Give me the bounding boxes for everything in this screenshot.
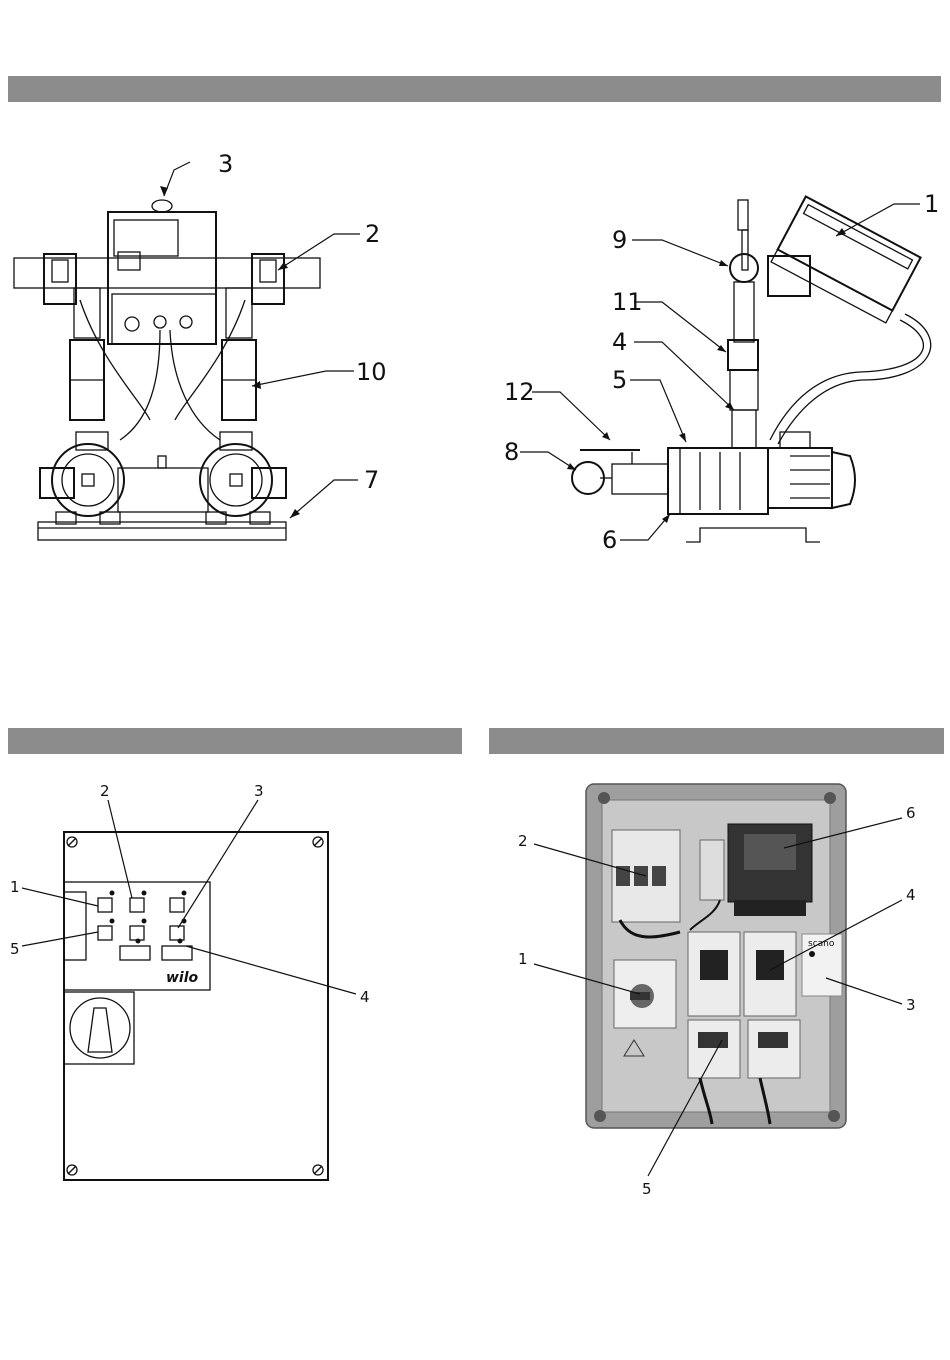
pump-unit-front-view: [14, 200, 320, 540]
box-callout-3: 3: [906, 996, 916, 1014]
panel-callout-2: 2: [100, 782, 110, 800]
top-callout-10: 10: [356, 358, 387, 386]
box-callout-2: 2: [518, 832, 528, 850]
switch-box-interior: [586, 784, 846, 1128]
top-callout-2: 2: [365, 220, 380, 248]
panel-brand-logo: wilo: [166, 970, 199, 986]
box-callout-1: 1: [518, 950, 528, 968]
top-callout-11: 11: [612, 288, 643, 316]
control-panel-front: [64, 832, 328, 1180]
top-callout-6: 6: [602, 526, 617, 554]
panel-callout-5: 5: [10, 940, 20, 958]
top-callout-12: 12: [504, 378, 535, 406]
top-callout-4: 4: [612, 328, 627, 356]
top-callout-8: 8: [504, 438, 519, 466]
box-callout-6: 6: [906, 804, 916, 822]
top-callout-3: 3: [218, 150, 233, 178]
top-callout-5: 5: [612, 366, 627, 394]
box-callout-4: 4: [906, 886, 916, 904]
panel-callout-4: 4: [360, 988, 370, 1006]
panel-callout-3: 3: [254, 782, 264, 800]
box-callout-5: 5: [642, 1180, 652, 1198]
top-callout-7: 7: [364, 466, 379, 494]
panel-callout-1: 1: [10, 878, 20, 896]
top-callout-9: 9: [612, 226, 627, 254]
top-callout-1: 1: [924, 190, 939, 218]
